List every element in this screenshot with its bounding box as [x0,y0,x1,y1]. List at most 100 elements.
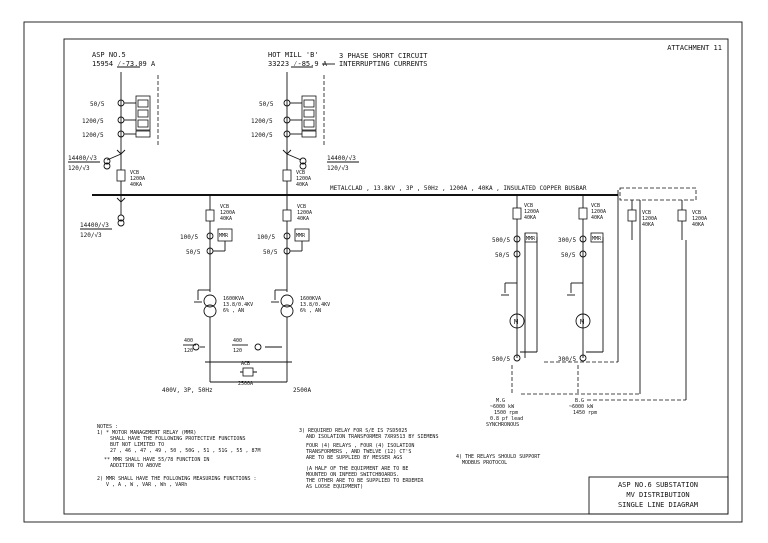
vcb-rating: 1200A [642,216,657,222]
source-hotmill-current: 33223 ⁄-85.9 A [268,60,328,68]
relay-icon [137,99,149,108]
note-1b-line-2: ADDITION TO ABOVE [110,463,161,469]
note-3c-line-3: THE OTHER ARE TO BE SUPPLIED TO ERDEMIR [306,478,424,484]
motor2-power: ~6000 kW [569,404,594,410]
notes-heading: NOTES : [97,424,118,430]
vcb-icon [282,169,292,182]
vcb-label: VCB [130,170,139,176]
ct-ratio: 300/5 [558,237,576,244]
ct-ratio: 50/5 [186,249,201,256]
note-1-line-4: 27 , 46 , 47 , 49 , 50 , 50G , 51 , 51G … [110,448,261,454]
outer-border [23,21,743,523]
vt-icon [103,157,111,165]
ct-ratio: 100/5 [257,234,275,241]
note-1-line-2: SHALL HAVE THE FOLLOWING PROTECTIVE FUNC… [110,436,245,442]
ct-icon [513,250,521,258]
transformer-voltage: 13.8/0.4KV [300,302,330,308]
lv-bus-section: ACB 2500A 400V, 3P, 50Hz 2500A [162,361,311,394]
vcb-label: VCB [591,203,600,209]
vcb-label: VCB [296,170,305,176]
vcb-label: VCB [642,210,651,216]
relay-icon [303,119,315,128]
vcb-icon [627,209,637,222]
mmr-label: MMR [219,233,229,239]
ct-text: 400 [233,338,242,344]
relay-icon [303,99,315,108]
vcb-icon [512,207,522,220]
ct-icon [254,343,262,351]
vt-ratio-primary: 14400/√3 [80,222,109,229]
ct-text: 400 [184,338,193,344]
vcb-label: VCB [220,204,229,210]
note-3c-line-2: MOUNTED ON INFEED SWITCHBOARDS. [306,472,399,478]
note-3b-line-3: ARE TO BE SUPPLIED BY MESSER AGS [306,455,402,461]
ct-text: 120 [233,348,242,354]
vcb-icon [282,209,292,222]
note-3-line-2: AND ISOLATION TRANSFORMER 7XR9513 BY SIE… [306,434,438,440]
transformer-impedance: 6% , AN [223,308,244,314]
mmr-label: MMR [296,233,306,239]
ct-ratio: 1200/5 [82,118,104,125]
bus-vt: 14400/√3 120/√3 [80,195,126,239]
ct-icon [283,232,291,240]
motor-icon [575,313,591,329]
ct-ratio: 50/5 [561,252,576,259]
ct-icon [206,232,214,240]
transformer-voltage: 13.8/0.4KV [223,302,253,308]
attachment-label: ATTACHMENT 11 [667,44,722,52]
vcb-ka: 40KA [130,182,142,188]
motor-icon [509,313,525,329]
incomer-asp5: 50/5 1200/5 1200/5 14400/√3 120/√3 VCB 1… [68,72,159,195]
ct-ratio: 1200/5 [251,132,273,139]
ct-ratio: 50/5 [495,252,510,259]
motor1-type: SYNCHRONOUS [486,422,519,428]
vt-ratio-primary: 14400/√3 [327,155,356,162]
ct-icon [513,235,521,243]
legend-line1: 3 PHASE SHORT CIRCUIT [339,52,428,60]
relay-icon [137,109,149,118]
note-2-line-2: V , A , W , VAR , Wh , VARh [106,482,187,488]
note-3b-line-2: TRANSFORMERS , AND TWELVE (12) CT'S [306,449,411,455]
inner-border [63,38,729,515]
motor-symbol: M [580,318,584,326]
vt-ratio-primary: 14400/√3 [68,155,97,162]
vcb-icon [116,169,126,182]
ct-text: 120 [184,348,193,354]
motor2-speed: 1450 rpm [573,410,597,416]
vcb-label: VCB [297,204,306,210]
note-2-line-1: 2) MMR SHALL HAVE THE FOLLOWING MEASURIN… [97,476,257,482]
ct-icon [192,343,200,351]
ct-icon [513,354,521,362]
spare-feeders: VCB 1200A 40KA VCB 1200A 40KA [521,187,707,401]
motor2-name: B.G [575,398,584,404]
transformer-feeder-1: VCB 1200A 40KA MMR 100/5 50/5 1600KVA 13… [180,195,253,382]
vcb-rating: 1200A [130,176,145,182]
note-1-line-1: 1) * MOTOR MANAGEMENT RELAY (MMR) [97,430,196,436]
note-1b-line-1: ** MMR SHALL HAVE 55/78 FUNCTION IN [104,457,209,463]
vcb-rating: 1200A [524,209,539,215]
source-asp5-current: 15954 ⁄-73.09 A [92,60,156,68]
mmr-label: MMR [592,236,602,242]
ct-ratio: 500/5 [492,237,510,244]
vt-icon [299,157,307,165]
ct-ratio: 50/5 [263,249,278,256]
ct-icon [579,235,587,243]
vt-icon [299,162,307,170]
vcb-label: VCB [524,203,533,209]
acb-icon [242,367,254,377]
motor-symbol: M [514,318,518,326]
motor-feeder-1: VCB 1200A 40KA 500/5 50/5 MMR M 500/5 M.… [486,195,539,428]
note-4-line-2: MODBUS PROTOCOL [462,460,507,466]
vcb-ka: 40KA [642,222,654,228]
transformer-feeder-2: VCB 1200A 40KA MMR 100/5 50/5 1600KVA 13… [232,195,330,382]
vt-ratio-secondary: 120/√3 [68,165,90,172]
source-hotmill-name: HOT MILL 'B' [268,51,319,59]
ct-ratio: 50/5 [90,101,105,108]
vcb-rating: 1200A [220,210,235,216]
vt-ratio-secondary: 120/√3 [80,232,102,239]
ct-ratio: 50/5 [259,101,274,108]
vt-icon [103,162,111,170]
motor1-pf: 0.8 pf lead [490,416,523,422]
relay-icon [303,109,315,118]
vcb-rating: 1200A [692,216,707,222]
